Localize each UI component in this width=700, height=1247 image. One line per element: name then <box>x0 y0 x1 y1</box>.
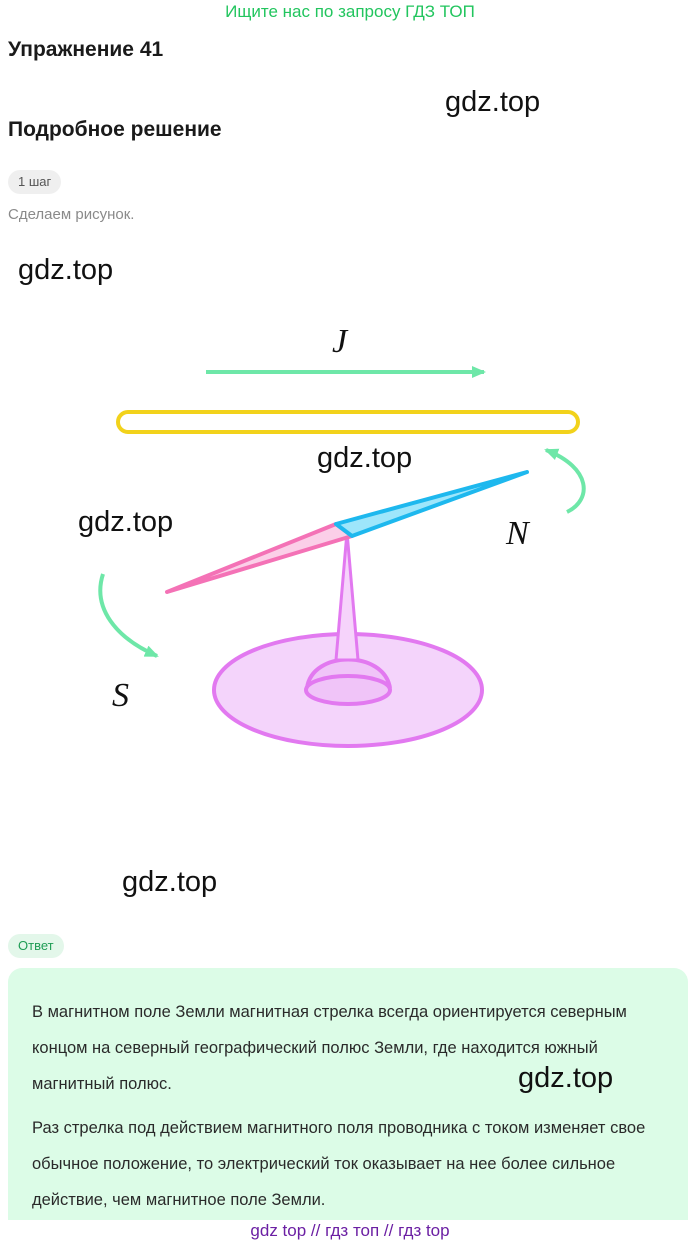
step-description: Сделаем рисунок. <box>8 206 135 223</box>
compass-figure: J N S <box>0 300 700 770</box>
figure-svg: J N S <box>98 323 586 748</box>
watermark: gdz.top <box>518 1062 614 1094</box>
watermark: gdz.top <box>18 254 114 286</box>
footer-links[interactable]: gdz top // гдз топ // гдз top <box>250 1221 450 1240</box>
south-label: S <box>112 677 129 714</box>
step-badge: 1 шаг <box>8 170 62 194</box>
stand-post <box>334 531 360 662</box>
search-banner: Ищите нас по запросу ГДЗ ТОП <box>225 2 475 21</box>
watermark: gdz.top <box>317 442 413 474</box>
watermark: gdz.top <box>122 866 218 898</box>
answer-paragraph: В магнитном поле Земли магнитная стрелка… <box>32 1003 627 1093</box>
conductor-wire <box>116 410 580 434</box>
watermark: gdz.top <box>78 506 174 538</box>
north-label: N <box>505 515 531 552</box>
exercise-title: Упражнение 41 <box>8 38 164 61</box>
answer-box: В магнитном поле Земли магнитная стрелка… <box>8 968 688 1220</box>
north-rotation-arrow <box>544 448 586 514</box>
solution-title: Подробное решение <box>8 118 222 141</box>
stand-dome-rim <box>304 674 392 706</box>
watermark: gdz.top <box>445 86 541 118</box>
south-rotation-arrow <box>98 573 159 658</box>
needle-south-half <box>165 522 354 594</box>
answer-paragraph: Раз стрелка под действием магнитного пол… <box>32 1119 646 1209</box>
needle-north-half <box>334 470 529 538</box>
answer-badge: Ответ <box>8 934 64 958</box>
current-label: J <box>332 323 349 360</box>
